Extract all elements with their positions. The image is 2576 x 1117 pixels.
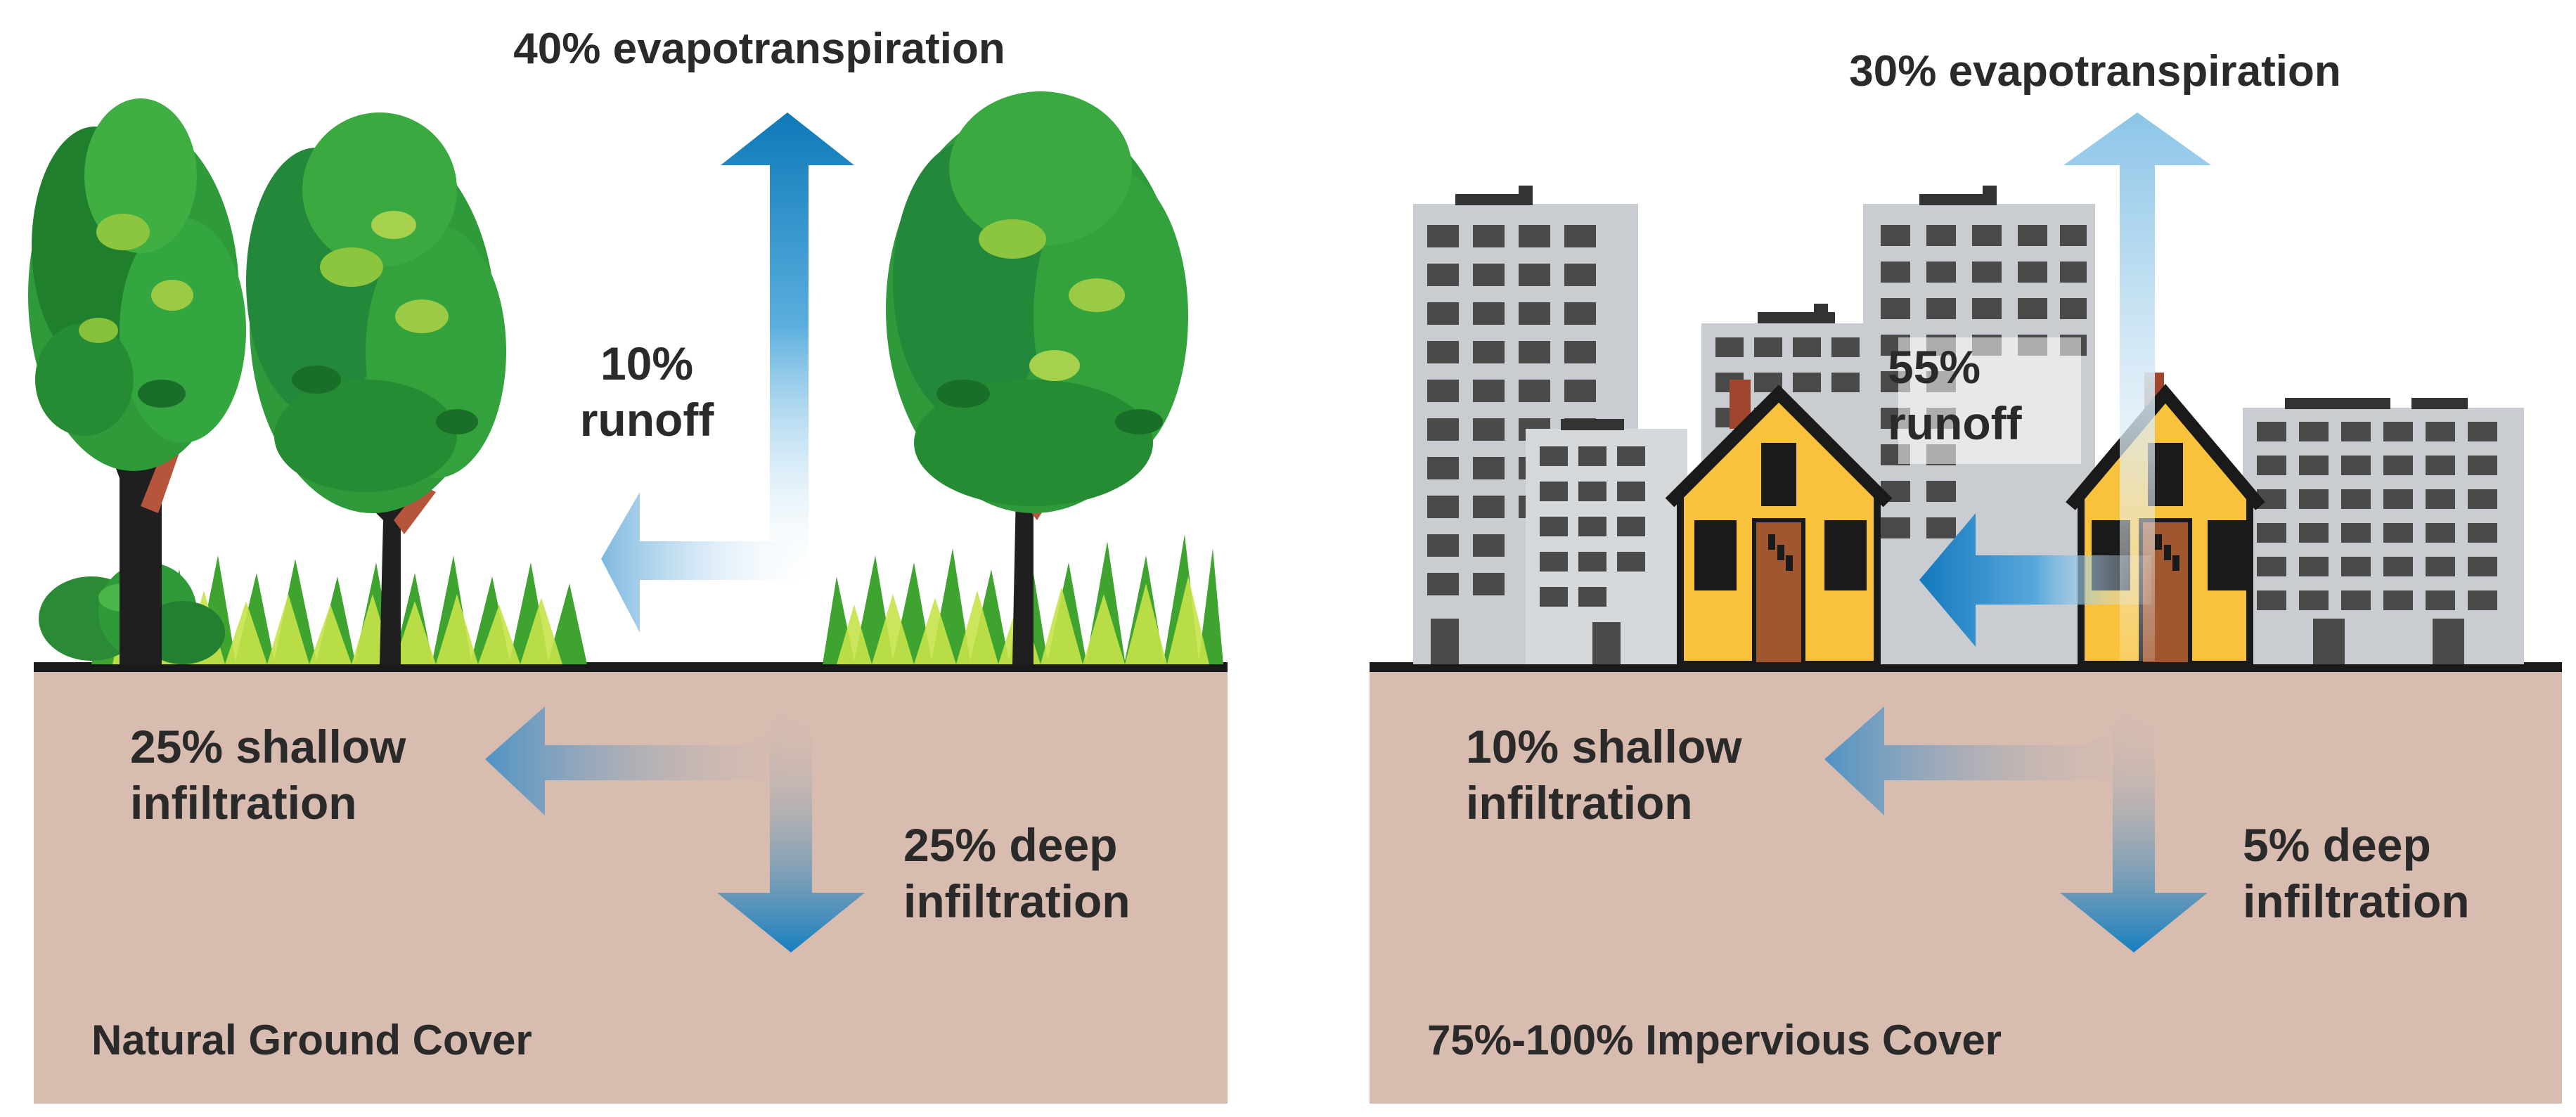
deep-infiltration-line2-impervious: infiltration (2243, 875, 2470, 927)
shallow-infiltration-line2-natural: infiltration (130, 777, 357, 829)
runoff-word-natural: runoff (580, 394, 715, 446)
deep-infiltration-line1-natural: 25% deep (903, 819, 1117, 871)
impervious-panel: 30% evapotranspiration 55% runoff 10% sh… (1370, 47, 2562, 1104)
evapotranspiration-label-natural: 40% evapotranspiration (513, 25, 1005, 73)
runoff-pct-impervious: 55% (1888, 341, 1981, 393)
shallow-infiltration-line2-impervious: infiltration (1466, 777, 1693, 829)
runoff-pct-natural: 10% (600, 337, 693, 389)
runoff-word-impervious: runoff (1888, 397, 2023, 449)
natural-panel: 40% evapotranspiration 10% runoff 25% sh… (28, 25, 1228, 1104)
evapotranspiration-label-impervious: 30% evapotranspiration (1849, 47, 2340, 96)
building-right (2243, 398, 2524, 664)
deep-infiltration-line1-impervious: 5% deep (2243, 819, 2431, 871)
house-right (2071, 373, 2260, 664)
evapotranspiration-arrow-natural (721, 112, 854, 583)
cover-label-natural: Natural Ground Cover (91, 1016, 532, 1064)
deep-infiltration-line2-natural: infiltration (903, 875, 1131, 927)
shallow-infiltration-line1-impervious: 10% shallow (1466, 721, 1742, 773)
shallow-infiltration-line1-natural: 25% shallow (130, 721, 406, 773)
building-short-left (1526, 419, 1687, 664)
cover-label-impervious: 75%-100% Impervious Cover (1427, 1016, 2002, 1064)
